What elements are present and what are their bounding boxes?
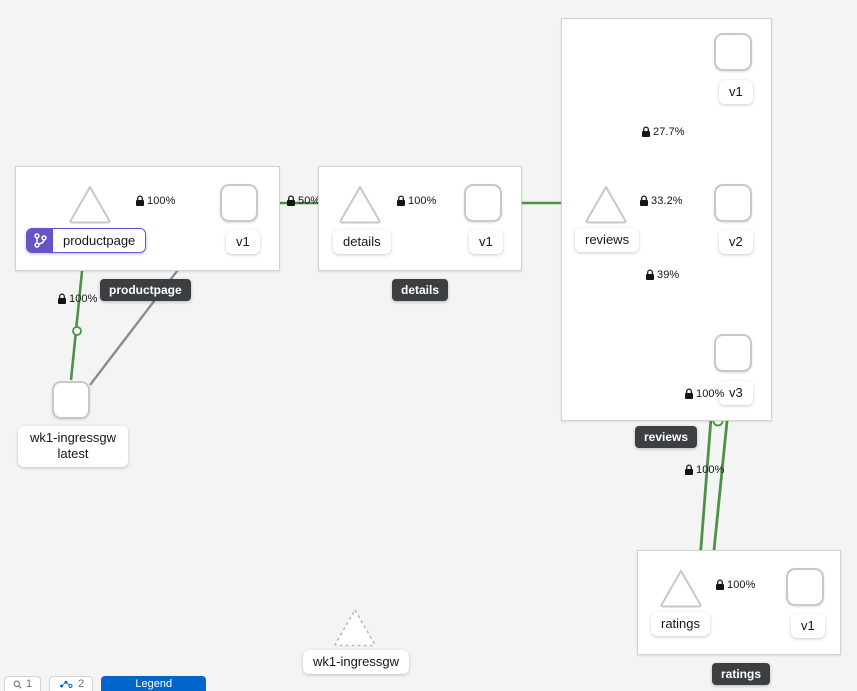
- edge-percent: 100%: [69, 292, 98, 305]
- zoom-control[interactable]: 1: [4, 676, 42, 691]
- zoom-value: 1: [26, 678, 33, 690]
- edge-percent: 50%: [298, 194, 321, 207]
- edge-percent: 27.7%: [653, 125, 685, 138]
- edge-label-reviews-service-to-v1[interactable]: 27.7%: [641, 126, 685, 138]
- edge-percent: 100%: [408, 194, 437, 207]
- node-shape-box: [714, 334, 752, 372]
- node-productpage-v1[interactable]: [220, 184, 258, 222]
- edge-label-ratings-service-to-v1[interactable]: 100%: [715, 579, 756, 591]
- node-shape-box: [714, 33, 752, 71]
- lock-icon: [397, 195, 405, 206]
- node-shape-box: [714, 184, 752, 222]
- edge-label-reviews-service-to-v2[interactable]: 33.2%: [639, 195, 683, 207]
- edge-percent: 100%: [696, 387, 725, 400]
- edge-label-reviews-v2-to-ratings[interactable]: 100%: [684, 464, 725, 476]
- node-label-reviews-service[interactable]: reviews: [575, 228, 640, 253]
- node-label-ingressgw-idle[interactable]: wk1-ingressgw: [303, 650, 409, 675]
- node-shape-box: [786, 568, 824, 606]
- node-label-text: productpage: [53, 229, 146, 252]
- node-label-line1: wk1-ingressgw: [30, 430, 116, 445]
- lock-icon: [685, 464, 693, 475]
- bottom-toolbar[interactable]: 1 2 Legend: [0, 676, 207, 691]
- node-shape-box: [220, 184, 258, 222]
- node-label-ingressgw-workload[interactable]: wk1-ingressgw latest: [18, 426, 128, 467]
- legend-button[interactable]: Legend: [101, 676, 207, 691]
- triangle-dashed-icon: [334, 609, 376, 647]
- legend-count: 2: [78, 678, 85, 690]
- edge-label-gw-to-productpage-service[interactable]: 100%: [57, 293, 98, 305]
- node-label-line2: latest: [57, 446, 89, 462]
- node-label-productpage-service[interactable]: productpage: [26, 228, 147, 253]
- node-label-details-service[interactable]: details: [333, 230, 391, 255]
- topology-icon: [60, 680, 73, 688]
- lock-icon: [58, 293, 66, 304]
- node-reviews-service[interactable]: [584, 184, 628, 229]
- triangle-icon: [660, 570, 702, 608]
- node-label-details-v1[interactable]: v1: [469, 230, 503, 255]
- node-reviews-v2[interactable]: [714, 184, 752, 222]
- node-reviews-v1[interactable]: [714, 33, 752, 71]
- group-badge-productpage[interactable]: productpage: [100, 279, 191, 301]
- search-icon: [13, 680, 22, 689]
- edge-label-reviews-service-to-v3[interactable]: 39%: [645, 269, 679, 281]
- node-shape-box: [52, 381, 90, 419]
- lock-icon: [640, 195, 648, 206]
- node-label-reviews-v1[interactable]: v1: [719, 80, 753, 105]
- edge-percent: 33.2%: [651, 194, 683, 207]
- lock-icon: [136, 195, 144, 206]
- node-label-productpage-v1[interactable]: v1: [226, 230, 260, 255]
- lock-icon: [685, 388, 693, 399]
- node-label-ratings-v1[interactable]: v1: [791, 614, 825, 639]
- edge-label-reviews-v3-to-ratings[interactable]: 100%: [684, 388, 725, 400]
- group-badge-details[interactable]: details: [392, 279, 449, 301]
- node-details-v1[interactable]: [464, 184, 502, 222]
- group-badge-ratings[interactable]: ratings: [712, 663, 771, 685]
- edge-percent: 39%: [657, 268, 680, 281]
- triangle-icon: [339, 186, 381, 224]
- node-ingressgw-idle[interactable]: [331, 606, 379, 653]
- group-badge-reviews[interactable]: reviews: [635, 426, 698, 448]
- node-productpage-service[interactable]: [68, 184, 112, 229]
- lock-icon: [716, 579, 724, 590]
- lock-icon: [642, 126, 650, 137]
- node-label-reviews-v2[interactable]: v2: [719, 230, 753, 255]
- lock-icon: [287, 195, 295, 206]
- node-ratings-service[interactable]: [659, 568, 703, 613]
- node-label-reviews-v3[interactable]: v3: [719, 381, 753, 406]
- edge-percent: 100%: [727, 578, 756, 591]
- lock-icon: [646, 269, 654, 280]
- graph-find-control[interactable]: 2: [49, 676, 94, 691]
- node-ratings-v1[interactable]: [786, 568, 824, 606]
- node-shape-box: [464, 184, 502, 222]
- edge-percent: 100%: [696, 463, 725, 476]
- node-reviews-v3[interactable]: [714, 334, 752, 372]
- node-ingressgw-workload[interactable]: [52, 381, 90, 419]
- node-details-service[interactable]: [338, 184, 382, 229]
- triangle-icon: [585, 186, 627, 224]
- edge-label-details-service-to-v1[interactable]: 100%: [396, 195, 437, 207]
- node-label-ratings-service[interactable]: ratings: [651, 612, 711, 637]
- edge-percent: 100%: [147, 194, 176, 207]
- edge-label-productpage-v1-to-details-service[interactable]: 50%: [286, 195, 320, 207]
- code-branch-icon: [27, 229, 53, 252]
- triangle-icon: [69, 186, 111, 224]
- edge-label-productpage-service-to-v1[interactable]: 100%: [135, 195, 176, 207]
